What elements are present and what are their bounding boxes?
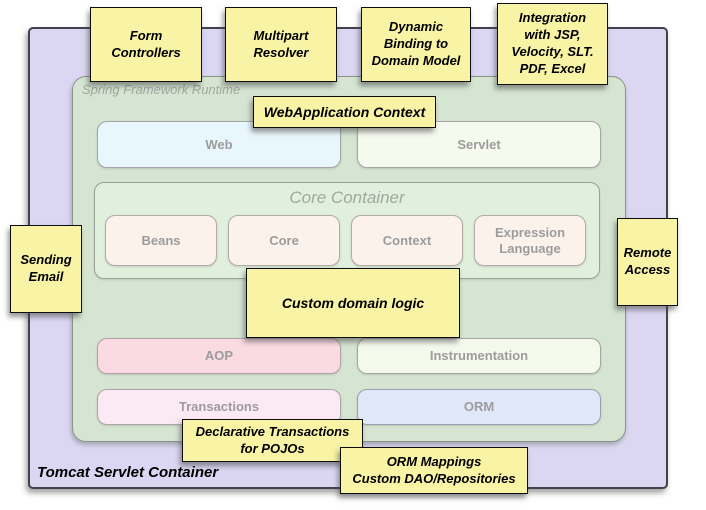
note-multipart-resolver: Multipart Resolver [225,7,337,82]
module-web: Web [97,121,341,168]
note-form-controllers: Form Controllers [90,7,202,82]
note-sending-email: Sending Email [10,225,82,313]
spring-framework-runtime-box: Spring Framework Runtime Web Servlet Cor… [72,76,626,442]
note-remote-access: Remote Access [617,218,678,306]
note-orm-mappings: ORM Mappings Custom DAO/Repositories [340,447,528,494]
core-container-box: Core Container Beans Core Context Expres… [94,182,600,279]
module-orm: ORM [357,389,601,425]
module-context: Context [351,215,463,266]
module-aop: AOP [97,338,341,374]
spring-framework-runtime-label: Spring Framework Runtime [82,82,241,97]
note-custom-domain-logic: Custom domain logic [246,268,460,338]
note-dynamic-binding: Dynamic Binding to Domain Model [361,7,471,82]
module-servlet: Servlet [357,121,601,168]
tomcat-servlet-container-label: Tomcat Servlet Container [37,464,219,481]
module-core: Core [228,215,340,266]
note-webapplication-context: WebApplication Context [253,96,436,128]
module-beans: Beans [105,215,217,266]
note-integration-views: Integration with JSP, Velocity, SLT. PDF… [497,3,608,85]
module-expression-language: Expression Language [474,215,586,266]
module-instrumentation: Instrumentation [357,338,601,374]
core-container-title: Core Container [289,188,405,207]
note-declarative-transactions: Declarative Transactions for POJOs [182,419,363,462]
